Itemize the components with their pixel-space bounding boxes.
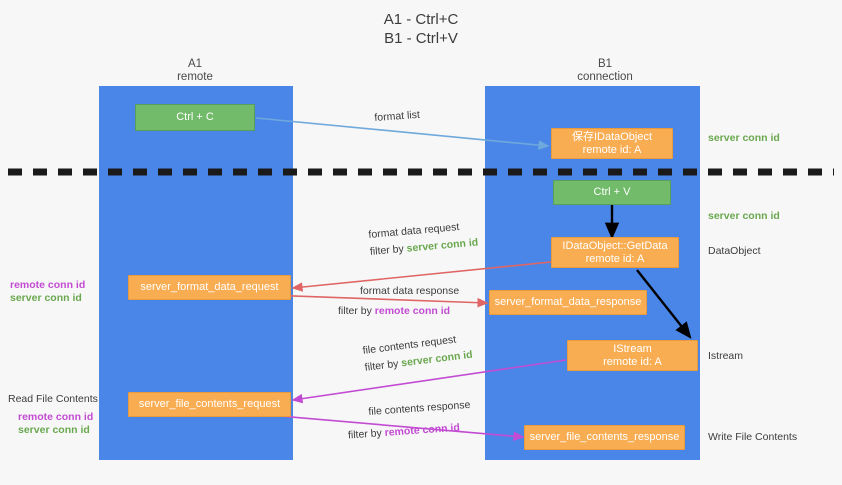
box-save-idataobject-line2: remote id: A (582, 143, 642, 156)
right-label-server-conn-id-mid: server conn id (708, 210, 780, 222)
lane-header-a1: A1 remote (120, 58, 270, 84)
box-getdata[interactable]: IDataObject::GetData remote id: A (551, 237, 679, 268)
box-server-file-contents-response[interactable]: server_file_contents_response (524, 425, 685, 450)
box-server-format-data-request-label: server_format_data_request (140, 281, 279, 293)
filter-by-text-3: filter by (364, 357, 403, 374)
edge-label-format-list: format list (374, 108, 421, 124)
filter-by-text-1: filter by (369, 242, 408, 258)
lane-b1-role: connection (577, 71, 633, 83)
filter-line-4: filter by remote conn id (348, 421, 473, 443)
box-getdata-line1: IDataObject::GetData (562, 239, 668, 252)
server-conn-id-filter-1: server conn id (406, 236, 479, 255)
box-istream-line1: IStream (613, 342, 652, 355)
remote-conn-id-filter-4: remote conn id (384, 421, 461, 439)
edge-label-format-data-request-group: format data request filter by server con… (368, 220, 479, 259)
left-label-server-conn-id-2: server conn id (18, 424, 90, 436)
box-save-idataobject[interactable]: 保存IDataObject remote id: A (551, 128, 673, 159)
lane-header-b1: B1 connection (530, 58, 680, 84)
box-save-idataobject-line1: 保存IDataObject (571, 130, 653, 143)
diagram-title: A1 - Ctrl+C B1 - Ctrl+V (0, 10, 842, 48)
edge-label-file-contents-response-group: file contents response filter by remote … (348, 398, 472, 442)
left-label-server-conn-id-1: server conn id (10, 292, 82, 304)
box-server-file-contents-response-label: server_file_contents_response (529, 431, 680, 443)
left-label-remote-conn-id-2: remote conn id (18, 411, 94, 423)
lane-a1-name: A1 (187, 58, 203, 70)
right-label-server-conn-id-top: server conn id (708, 132, 780, 144)
title-line-1: A1 - Ctrl+C (383, 11, 459, 28)
remote-conn-id-filter-2: remote conn id (374, 305, 451, 317)
box-ctrl-v-line1: Ctrl + V (593, 186, 631, 198)
edge-label-format-data-response: format data response (360, 285, 460, 297)
left-label-remote-conn-id-1: remote conn id (10, 279, 86, 291)
box-istream-line2: remote id: A (603, 355, 662, 368)
edge-label-format-data-response-group: format data response filter by remote co… (338, 285, 460, 318)
box-server-file-contents-request-label: server_file_contents_request (138, 398, 281, 410)
box-istream[interactable]: IStream remote id: A (567, 340, 698, 371)
title-line-2: B1 - Ctrl+V (384, 30, 458, 47)
box-ctrl-c-line1: Ctrl + C (176, 111, 214, 123)
box-server-format-data-response-label: server_format_data_response (494, 296, 642, 308)
edge-label-file-contents-response: file contents response (368, 398, 471, 418)
filter-by-text-2: filter by (338, 305, 375, 317)
filter-line-2: filter by remote conn id (338, 305, 459, 318)
box-server-format-data-response[interactable]: server_format_data_response (489, 290, 647, 315)
right-label-dataobject: DataObject (708, 245, 761, 257)
box-ctrl-v[interactable]: Ctrl + V (553, 180, 671, 205)
right-label-istream: Istream (708, 350, 744, 362)
right-label-write-file-contents: Write File Contents (708, 431, 798, 443)
box-server-format-data-request[interactable]: server_format_data_request (128, 275, 291, 300)
filter-by-text-4: filter by (347, 426, 386, 442)
edge-label-file-contents-request-group: file contents request filter by server c… (362, 332, 473, 375)
lane-b1-name: B1 (597, 58, 613, 70)
box-ctrl-c[interactable]: Ctrl + C (135, 104, 255, 131)
left-label-read-file-contents: Read File Contents (8, 393, 98, 405)
box-server-file-contents-request[interactable]: server_file_contents_request (128, 392, 291, 417)
lane-a1-role: remote (177, 71, 213, 83)
box-getdata-line2: remote id: A (585, 252, 645, 265)
